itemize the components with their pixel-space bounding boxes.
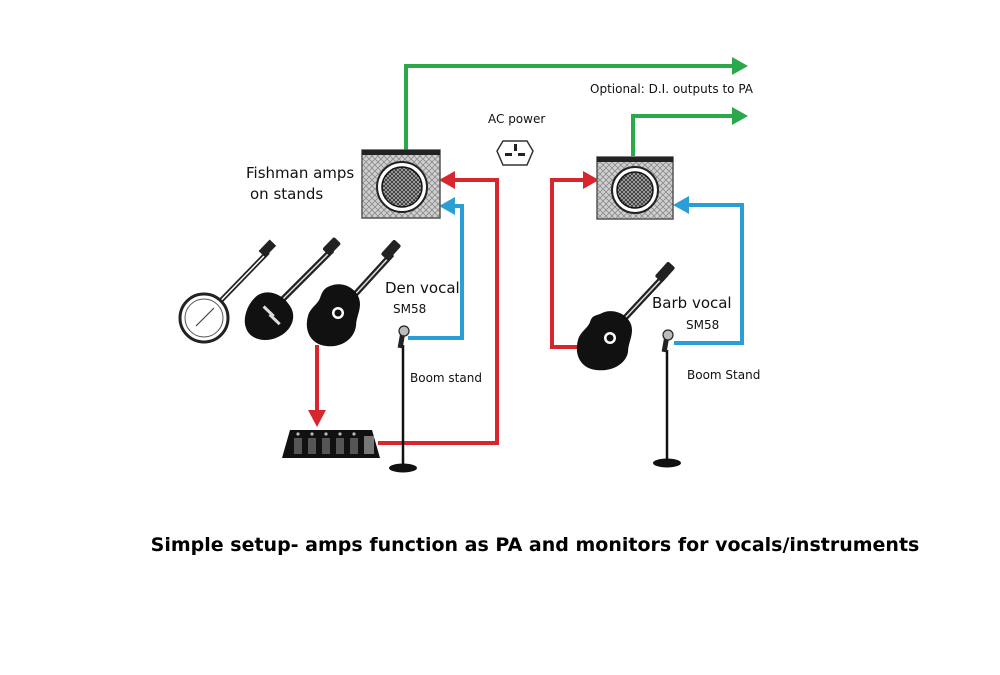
barb-boom-stand-label: Boom Stand: [687, 368, 760, 382]
pedal-to-left-amp-line: [378, 171, 499, 445]
den-boom-stand-label: Boom stand: [410, 371, 482, 385]
diagram-caption: Simple setup- amps function as PA and mo…: [150, 534, 920, 556]
barb-mic-label: SM58: [686, 318, 719, 332]
amp-icon: [596, 156, 674, 220]
boom-stand-icon: [653, 350, 681, 468]
di-output-line-right: [631, 107, 748, 156]
acoustic-guitar-icon: [306, 240, 401, 347]
electric-guitar-icon: [244, 237, 341, 340]
boom-stand-icon: [389, 345, 417, 473]
ac-power-label: AC power: [488, 112, 545, 126]
den-vocal-label: Den vocal: [385, 279, 460, 297]
pedalboard-icon: [282, 430, 380, 458]
microphone-icon: [661, 329, 674, 353]
guitar-to-pedal-line: [308, 345, 326, 427]
ac-socket-icon: [496, 140, 534, 166]
banjo-icon: [178, 239, 277, 344]
den-mic-label: SM58: [393, 302, 426, 316]
amp-icon: [361, 149, 441, 219]
fishman-amps-label-line2: on stands: [250, 185, 323, 203]
guitar-to-right-amp-line: [550, 171, 599, 349]
barb-mic-to-amp-line: [673, 196, 744, 345]
barb-vocal-label: Barb vocal: [652, 294, 732, 312]
microphone-icon: [397, 325, 410, 349]
di-output-line-left: [404, 57, 748, 150]
acoustic-guitar-icon: [576, 262, 675, 371]
di-output-label: Optional: D.I. outputs to PA: [590, 82, 754, 96]
den-mic-to-amp-line: [408, 197, 464, 340]
fishman-amps-label-line1: Fishman amps: [246, 164, 354, 182]
